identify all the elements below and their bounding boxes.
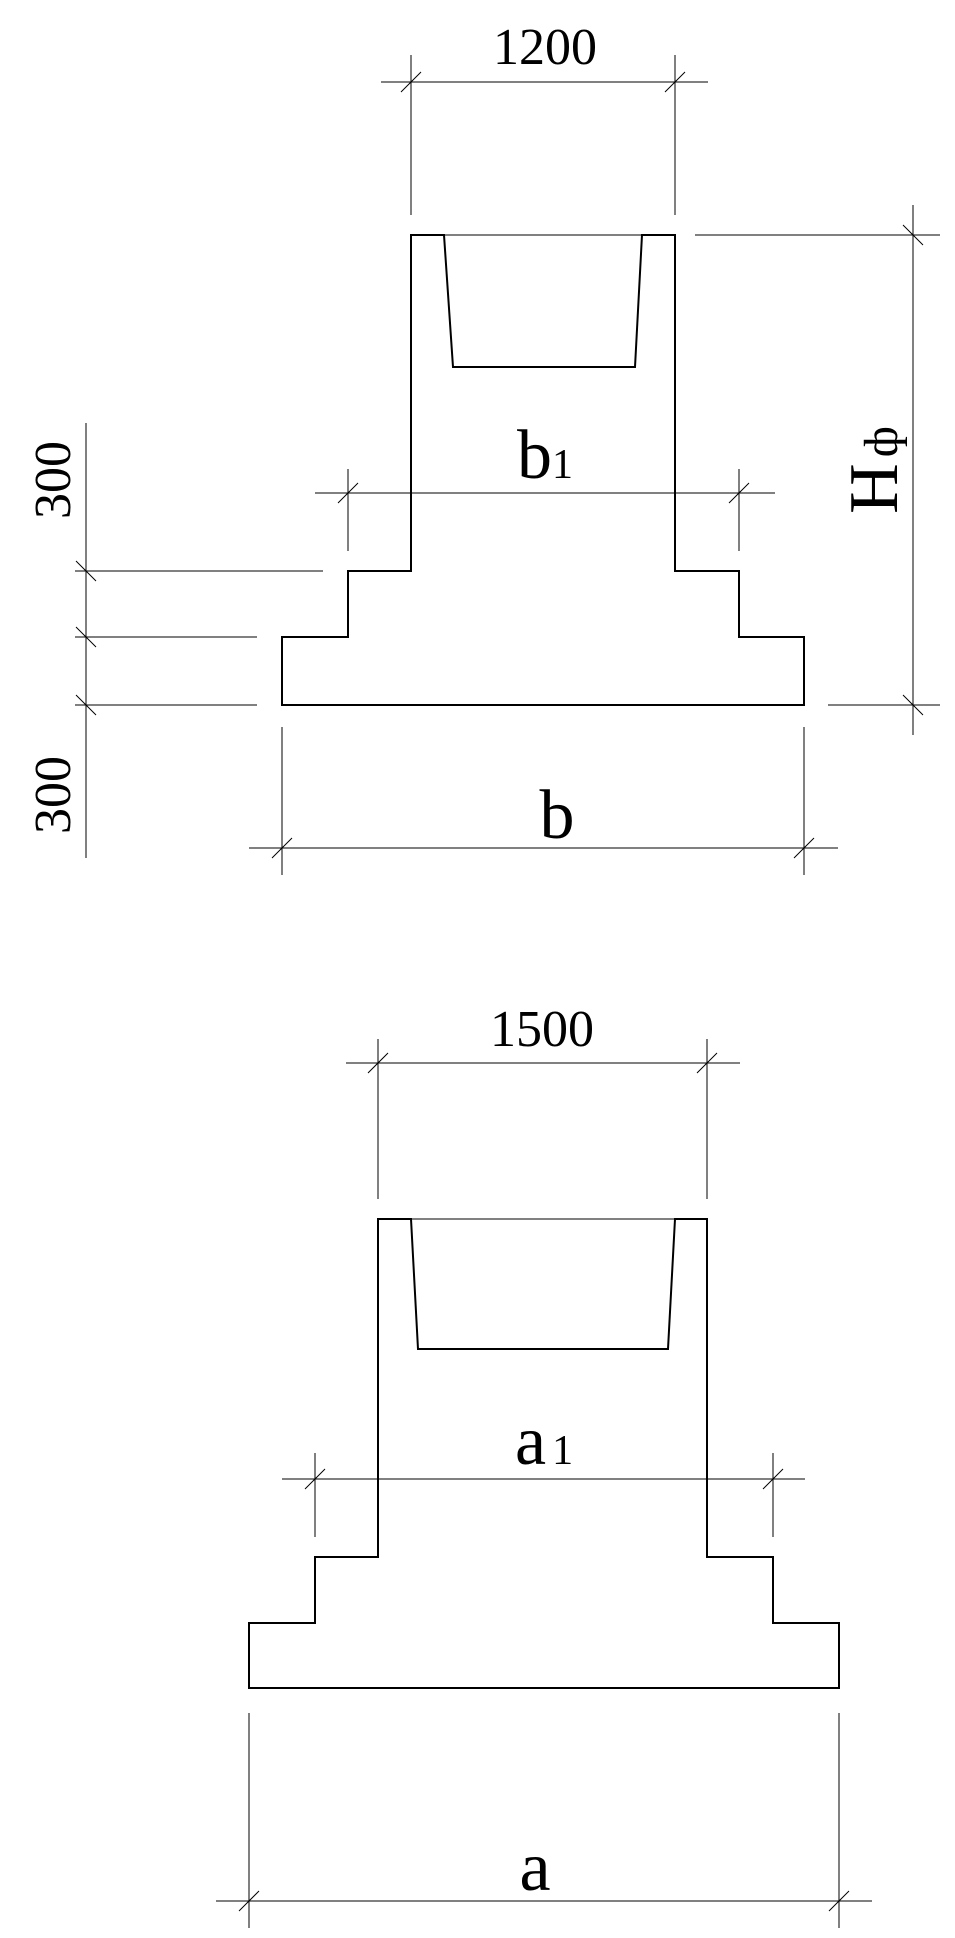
- bottom-foundation-outline: [248, 1218, 840, 1689]
- dim-label-b1: b1: [517, 417, 573, 494]
- top-foundation-section: [281, 234, 805, 706]
- dim-h-foundation: [695, 205, 940, 735]
- dim-a1: [282, 1453, 805, 1537]
- dim-b: [249, 727, 838, 875]
- dim-1500: [346, 1039, 740, 1199]
- dim-1200: [381, 55, 708, 215]
- dim-label-h-foundation: Hф: [836, 426, 913, 514]
- dim-label-1500: 1500: [490, 1001, 594, 1058]
- dim-b1: [315, 469, 775, 551]
- dim-label-300-lower: 300: [25, 756, 82, 834]
- dim-label-1200: 1200: [493, 19, 597, 76]
- dim-label-b: b: [540, 777, 575, 854]
- dim-a: [216, 1713, 872, 1928]
- bottom-foundation-section: [248, 1218, 840, 1689]
- dim-label-a: a: [519, 1829, 550, 1906]
- dim-label-300-upper: 300: [25, 441, 82, 519]
- dim-left-300: [75, 423, 323, 858]
- top-foundation-outline: [281, 234, 805, 706]
